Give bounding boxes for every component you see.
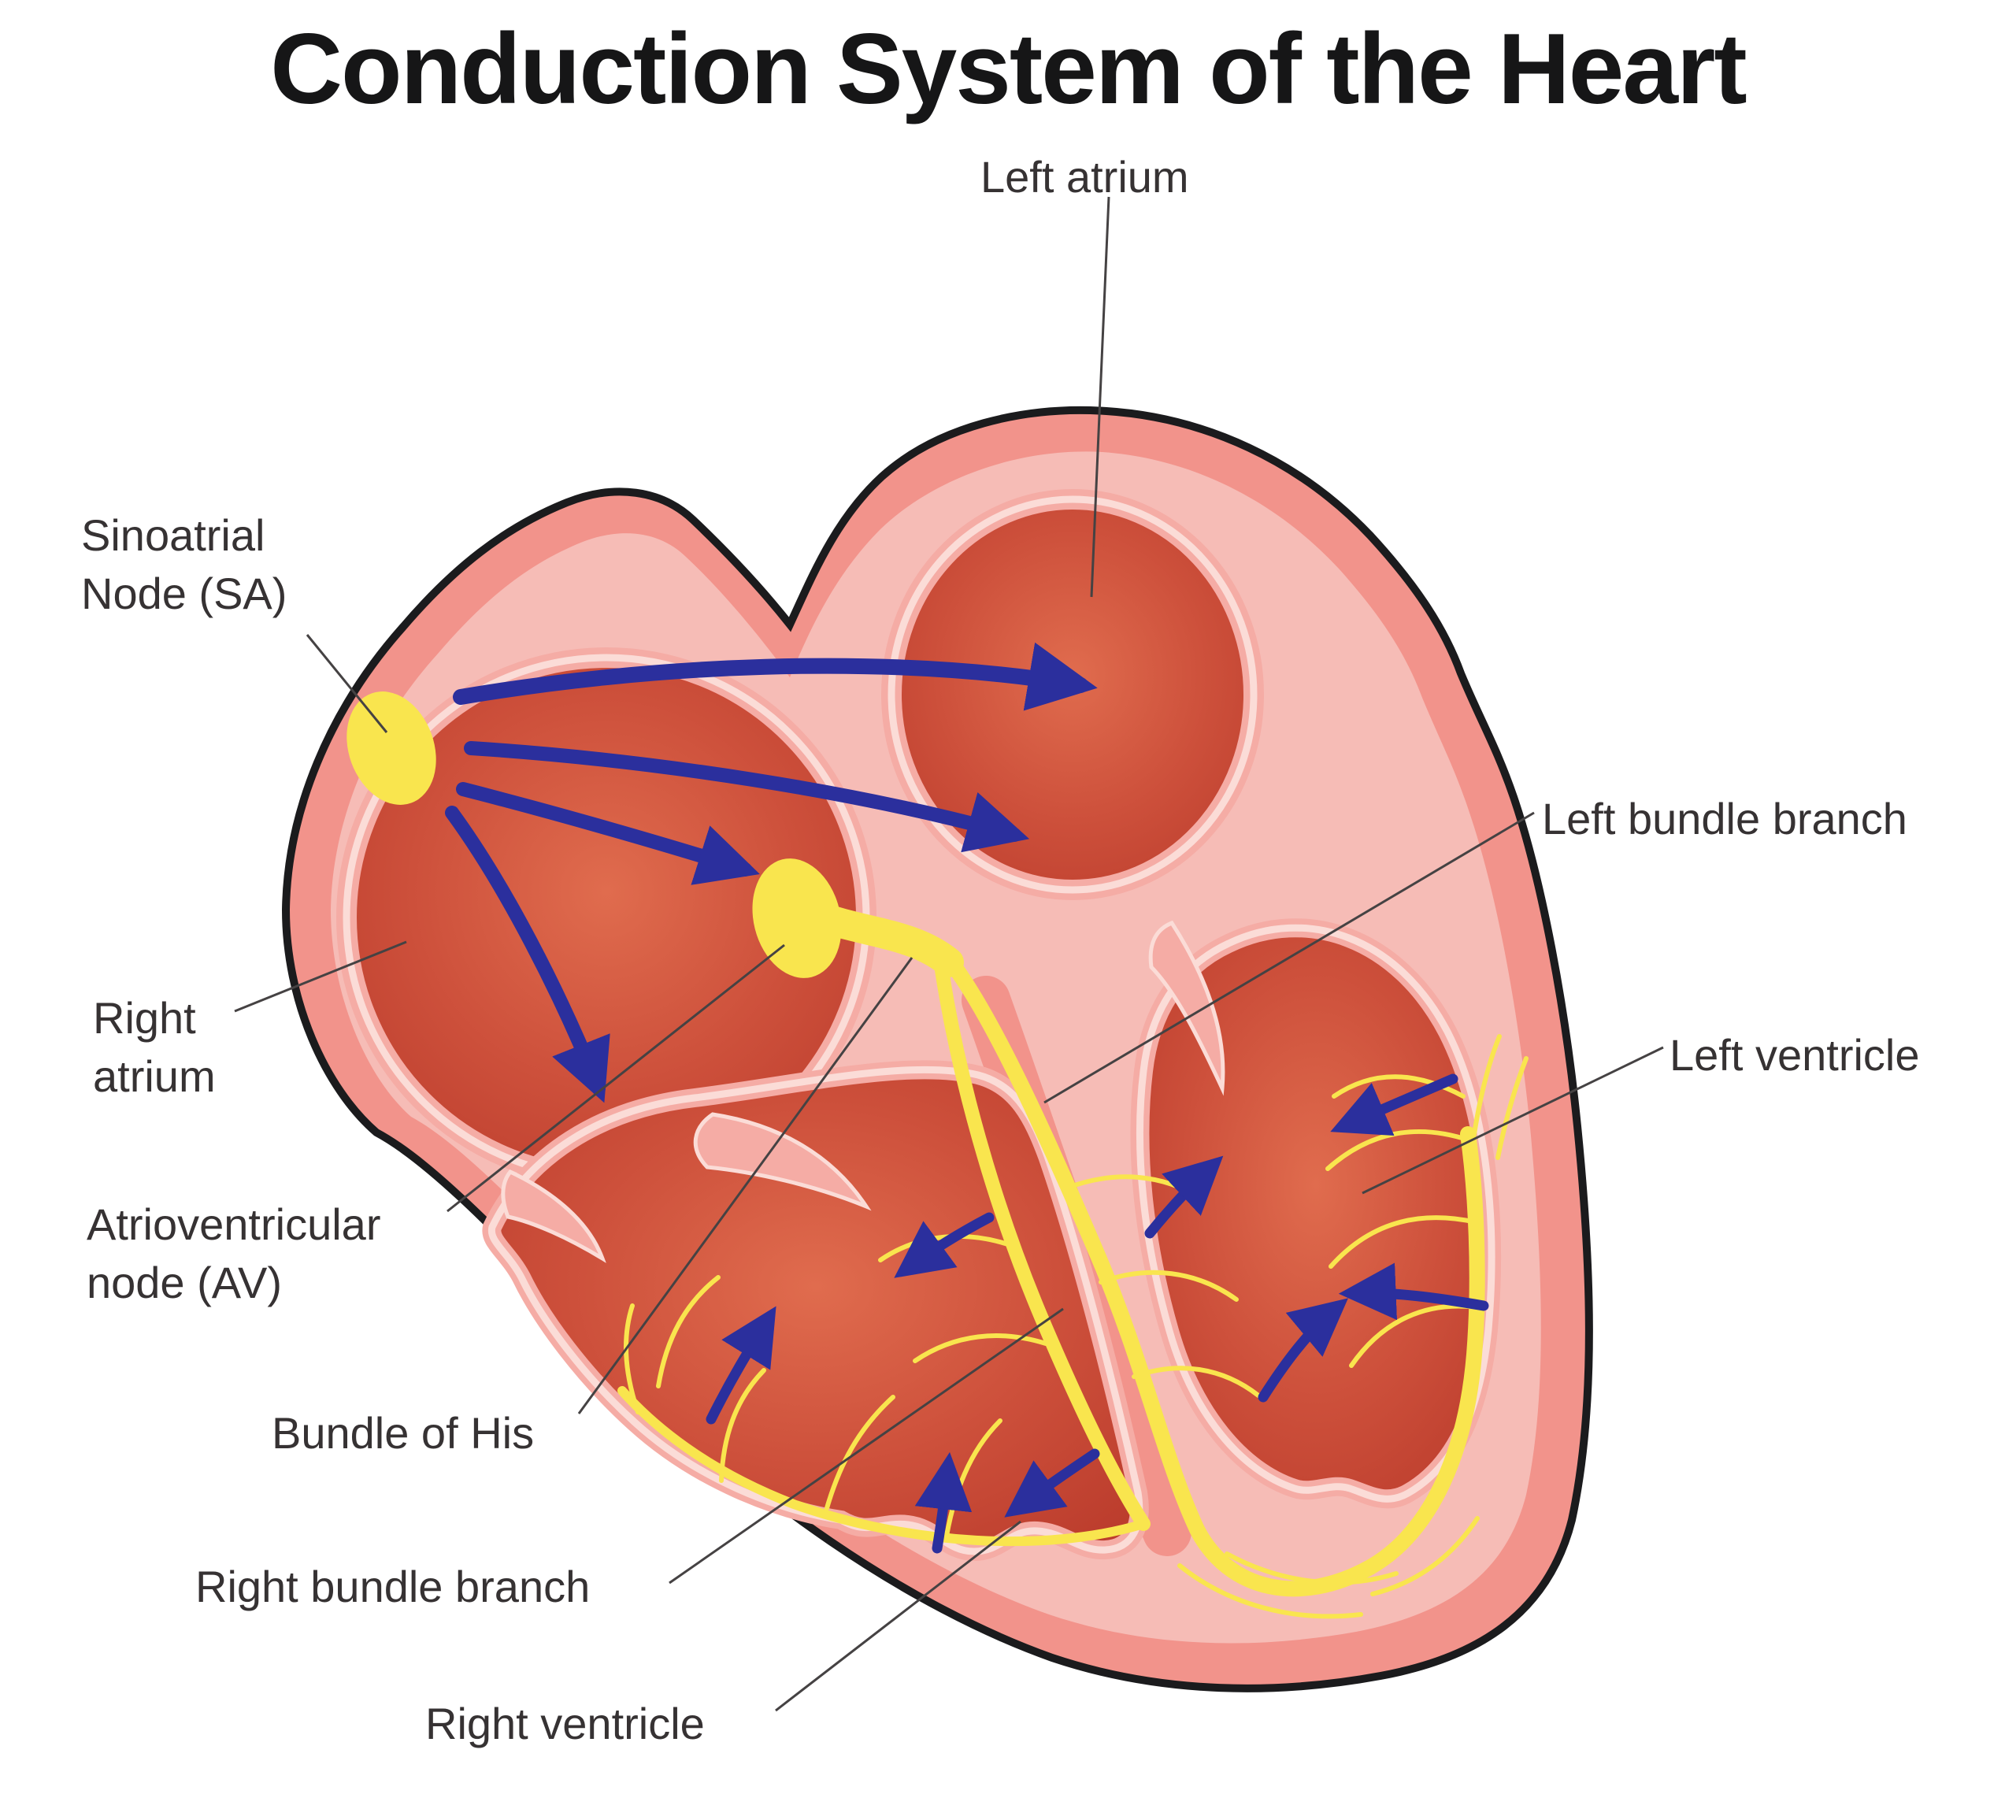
tricuspid-valve-leaflet-2	[501, 1169, 606, 1263]
label-right-ventricle: Right ventricle	[425, 1699, 705, 1748]
right-bundle-floor-branch	[617, 1386, 1148, 1547]
right-bundle-branch-leader-line	[669, 1307, 1064, 1585]
lv-wall-arrow-2	[1338, 1262, 1489, 1321]
label-left-bundle-branch: Left bundle branch	[1542, 794, 1907, 843]
label-right-atrium: Right atrium	[93, 993, 216, 1101]
av-node	[752, 858, 842, 978]
sa-to-left-atrium-arrow	[453, 642, 1098, 711]
purkinje-fibers	[623, 1034, 1529, 1619]
lv-septum-arrow	[1144, 1155, 1224, 1239]
right-ventricle-leader-line	[775, 1520, 1021, 1712]
tricuspid-valve-leaflet	[693, 1112, 872, 1211]
label-sinoatrial-node: Sinoatrial Node (SA)	[81, 510, 287, 618]
rv-wall-arrow-1	[706, 1306, 776, 1425]
left-bundle-branch-leader-line	[1043, 811, 1535, 1104]
valve-leaflets	[501, 920, 1225, 1263]
left-bundle-branch-path	[943, 954, 1485, 1597]
impulse-arrows	[445, 642, 1489, 1554]
mitral-valve-leaflet	[1148, 920, 1225, 1096]
label-right-bundle-branch: Right bundle branch	[195, 1562, 591, 1611]
sa-to-atrium-wall-arrow	[464, 741, 1030, 853]
right-ventricle-chamber	[482, 1060, 1149, 1562]
leader-lines	[234, 196, 1664, 1712]
label-left-atrium: Left atrium	[980, 152, 1189, 202]
lv-apex-arrow	[1258, 1298, 1348, 1403]
left-atrium-leader-line	[1090, 196, 1110, 598]
rv-septum-arrow	[894, 1212, 995, 1278]
atrioventricular-leader-line	[447, 943, 785, 1213]
sinoatrial-leader-line	[306, 634, 388, 733]
left-ventricle-chamber	[1130, 918, 1501, 1509]
right-bundle-branch-path	[935, 963, 1151, 1531]
septum-apex-arrow	[1004, 1448, 1100, 1518]
right-atrium-leader-line	[234, 940, 407, 1013]
left-atrium-chamber	[881, 489, 1264, 900]
left-ventricle-leader-line	[1362, 1046, 1664, 1195]
rv-wall-arrow-2	[914, 1451, 973, 1554]
sa-node	[346, 691, 436, 805]
sa-to-right-atrium-arrow	[445, 806, 610, 1103]
label-left-ventricle: Left ventricle	[1670, 1030, 1920, 1080]
lv-wall-arrow-1	[1330, 1073, 1458, 1136]
label-atrioventricular-node: Atrioventricular node (AV)	[87, 1199, 381, 1307]
diagram-title: Conduction System of the Heart	[270, 13, 1747, 124]
sa-to-av-node-arrow	[456, 782, 760, 885]
label-bundle-of-his: Bundle of His	[272, 1408, 535, 1458]
bundle-of-his-leader-line	[577, 957, 914, 1414]
